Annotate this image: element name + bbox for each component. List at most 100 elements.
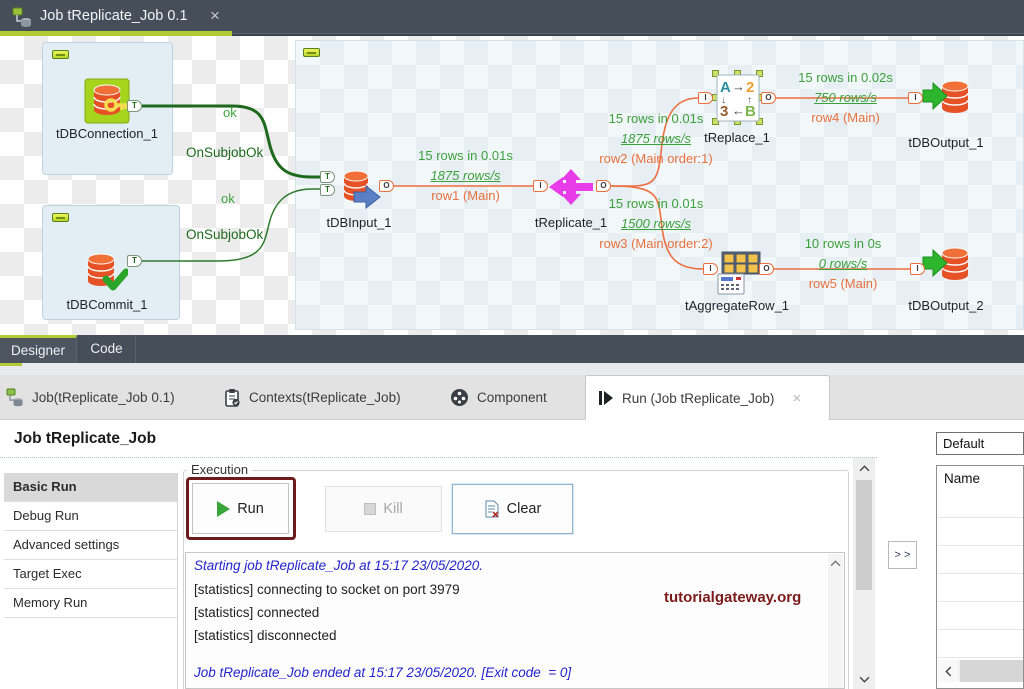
subjob-collapse-button[interactable] bbox=[52, 50, 69, 59]
component-label[interactable]: tReplicate_1 bbox=[534, 215, 608, 230]
trigger-onsubjobok-label: OnSubjobOk bbox=[186, 227, 264, 242]
trigger-onsubjobok-label: OnSubjobOk bbox=[186, 145, 264, 160]
job-design-canvas[interactable]: T tDBConnection_1 T tDBCommit_1 ok OnSub… bbox=[0, 36, 1024, 335]
flow-stats-row3: 15 rows in 0.01s 1500 rows/s row3 (Main … bbox=[599, 196, 713, 251]
editor-tab-title[interactable]: Job tReplicate_Job 0.1 bbox=[40, 8, 188, 24]
tdboutput-icon[interactable] bbox=[922, 245, 970, 287]
component-label[interactable]: tDBConnection_1 bbox=[56, 126, 158, 141]
trigger-ok-label: ok bbox=[223, 105, 237, 120]
scrollbar-thumb[interactable] bbox=[856, 480, 872, 590]
scrollbar-thumb[interactable] bbox=[960, 660, 1023, 682]
tab-designer[interactable]: Designer bbox=[0, 335, 77, 363]
trigger-port: T bbox=[127, 100, 142, 112]
output-port: O bbox=[379, 180, 394, 192]
active-tab-underline bbox=[0, 31, 232, 36]
component-icon bbox=[451, 389, 468, 406]
run-view: Job tReplicate_Job Basic Run Debug Run A… bbox=[0, 420, 1024, 689]
play-icon bbox=[217, 500, 231, 517]
component-label[interactable]: tDBOutput_2 bbox=[908, 298, 984, 313]
taggregaterow-icon[interactable] bbox=[714, 250, 762, 296]
console-scrollbar[interactable] bbox=[828, 554, 843, 688]
sidebar-item-advanced-settings[interactable]: Advanced settings bbox=[4, 531, 177, 560]
svg-text:↓: ↓ bbox=[721, 95, 726, 106]
component-label[interactable]: tReplace_1 bbox=[704, 130, 770, 145]
run-button-highlight-annotation bbox=[186, 477, 296, 540]
title-separator bbox=[0, 457, 877, 458]
input-port: I bbox=[910, 263, 925, 275]
treplace-icon[interactable]: A → 2 ↓ ↑ 3 ← B bbox=[716, 74, 760, 122]
flow-stats-row4: 15 rows in 0.02s 750 rows/s row4 (Main) bbox=[798, 70, 893, 125]
sidebar-item-basic-run[interactable]: Basic Run bbox=[4, 473, 177, 502]
sidebar-item-target-exec[interactable]: Target Exec bbox=[4, 560, 177, 589]
clear-document-icon bbox=[485, 500, 499, 518]
editor-tab-close-icon[interactable]: × bbox=[210, 6, 220, 25]
context-variables-table[interactable]: Name bbox=[936, 465, 1024, 689]
sidebar-item-debug-run[interactable]: Debug Run bbox=[4, 502, 177, 531]
trigger-ok-label: ok bbox=[221, 191, 235, 206]
output-port: O bbox=[596, 180, 611, 192]
tab-job-label: Job(tReplicate_Job 0.1) bbox=[32, 390, 175, 405]
job-icon bbox=[6, 388, 23, 406]
tdboutput-icon[interactable] bbox=[922, 78, 970, 120]
table-header-name: Name bbox=[944, 471, 981, 486]
flow-stats-row2: 15 rows in 0.01s 1875 rows/s row2 (Main … bbox=[599, 111, 713, 166]
execution-console: Starting job tReplicate_Job at 15:17 23/… bbox=[185, 552, 845, 689]
chevron-up-icon bbox=[830, 560, 841, 567]
console-line: [statistics] connecting to socket on por… bbox=[194, 582, 460, 597]
context-selector[interactable]: Default bbox=[936, 432, 1024, 455]
job-icon bbox=[12, 7, 31, 27]
subjob-collapse-button[interactable] bbox=[303, 48, 320, 57]
tab-job-view[interactable]: Job(tReplicate_Job 0.1) bbox=[6, 375, 175, 420]
clear-button[interactable]: Clear bbox=[452, 484, 573, 534]
tab-component-view[interactable]: Component bbox=[450, 375, 547, 420]
tab-close-icon[interactable]: × bbox=[792, 389, 802, 407]
tdbinput-icon[interactable] bbox=[340, 169, 384, 209]
contexts-icon bbox=[225, 388, 240, 407]
table-horizontal-scrollbar[interactable] bbox=[938, 660, 1023, 682]
tab-component-label: Component bbox=[477, 390, 547, 405]
execution-group bbox=[183, 470, 849, 689]
expand-panel-button[interactable]: > > bbox=[888, 541, 917, 569]
input-port: I bbox=[703, 263, 718, 275]
console-line: [statistics] disconnected bbox=[194, 628, 337, 643]
output-port: O bbox=[761, 92, 776, 104]
svg-text:↑: ↑ bbox=[747, 95, 752, 106]
sidebar-item-memory-run[interactable]: Memory Run bbox=[4, 589, 177, 618]
tab-run-view[interactable]: Run (Job tReplicate_Job) × bbox=[585, 375, 830, 420]
flow-stats-row5: 10 rows in 0s 0 rows/s row5 (Main) bbox=[804, 236, 882, 291]
chevron-left-icon bbox=[944, 666, 951, 676]
output-port: O bbox=[759, 263, 774, 275]
tdbconnection-icon[interactable] bbox=[84, 78, 130, 124]
chevron-up-icon bbox=[859, 464, 869, 471]
subjob-collapse-button[interactable] bbox=[52, 213, 69, 222]
component-label[interactable]: tDBInput_1 bbox=[326, 215, 392, 230]
titlebar-divider bbox=[232, 33, 1024, 36]
console-line: [statistics] connected bbox=[194, 605, 320, 620]
tab-contexts-view[interactable]: Contexts(tReplicate_Job) bbox=[224, 375, 401, 420]
execution-group-label: Execution bbox=[187, 462, 253, 477]
component-label[interactable]: tAggregateRow_1 bbox=[684, 298, 790, 313]
watermark-text: tutorialgateway.org bbox=[664, 589, 802, 606]
tab-contexts-label: Contexts(tReplicate_Job) bbox=[249, 390, 401, 405]
console-line: Starting job tReplicate_Job at 15:17 23/… bbox=[194, 558, 483, 573]
run-button[interactable]: Run bbox=[192, 483, 289, 534]
editor-titlebar: Job tReplicate_Job 0.1 × bbox=[0, 0, 1024, 36]
tdbcommit-icon[interactable] bbox=[84, 251, 128, 293]
trigger-port: T bbox=[320, 184, 335, 196]
flow-stats-row1: 15 rows in 0.01s 1875 rows/s row1 (Main) bbox=[418, 148, 513, 203]
designer-code-bar: Designer Code bbox=[0, 335, 1024, 363]
tab-run-label: Run (Job tReplicate_Job) bbox=[622, 390, 775, 406]
kill-button[interactable]: Kill bbox=[325, 486, 442, 532]
console-line: Job tReplicate_Job ended at 15:17 23/05/… bbox=[194, 665, 572, 680]
chevron-down-icon bbox=[859, 676, 869, 683]
component-label[interactable]: tDBCommit_1 bbox=[66, 297, 148, 312]
tab-code[interactable]: Code bbox=[78, 335, 136, 363]
trigger-port: T bbox=[320, 171, 335, 183]
svg-text:A: A bbox=[720, 79, 731, 96]
view-tabs-bar: Job(tReplicate_Job 0.1) Contexts(tReplic… bbox=[0, 375, 1024, 420]
component-label[interactable]: tDBOutput_1 bbox=[908, 135, 984, 150]
treplicate-icon[interactable] bbox=[548, 168, 594, 206]
svg-text:←: ← bbox=[732, 103, 745, 118]
run-view-scrollbar[interactable] bbox=[853, 458, 875, 689]
